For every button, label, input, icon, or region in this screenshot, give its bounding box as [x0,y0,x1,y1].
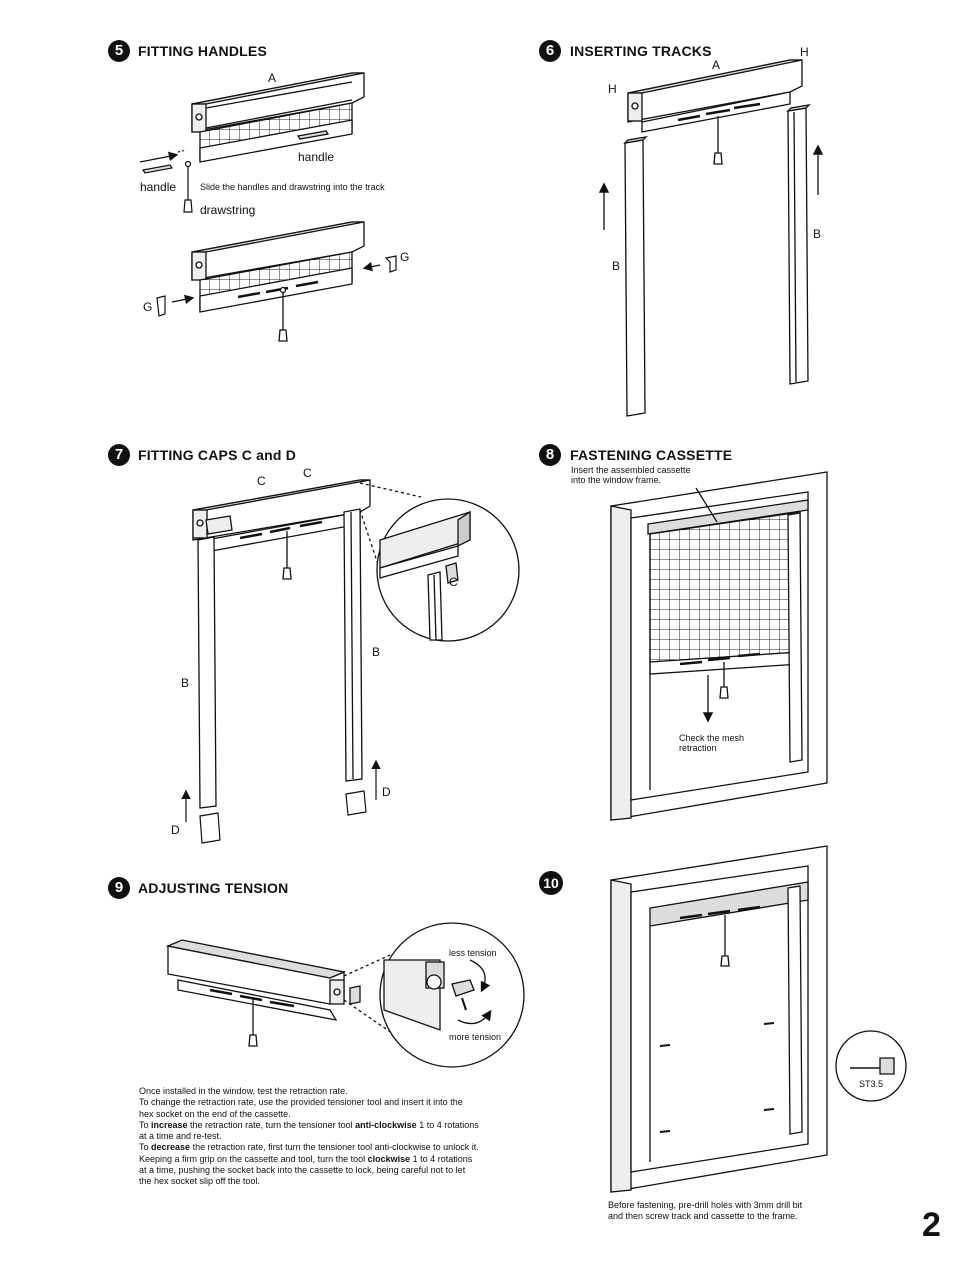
label-handle: handle [298,150,335,164]
label-g: G [143,300,153,314]
bold-text: increase [151,1119,188,1130]
text-run: To [139,1119,152,1130]
tension-instructions: Once installed in the window, test the r… [139,1086,479,1188]
label-c: C [449,575,458,589]
text-run: the retraction rate, first turn the tens… [139,1142,479,1164]
label-d: D [171,823,180,837]
instruction-text: Slide the handles and drawstring into th… [200,182,385,192]
step7-d-caps [181,759,381,844]
step6-cassette [627,59,803,165]
label-h: H [800,45,809,59]
label-drawstring: drawstring [200,203,256,217]
label-c: C [303,466,312,480]
step-title: ADJUSTING TENSION [138,880,289,896]
step-number-badge: 8 [539,444,561,466]
label-b: B [181,676,190,690]
step-number-badge: 10 [539,871,563,895]
screw-callout [835,1030,907,1102]
note-line: Before fastening, pre-drill holes with 3… [608,1200,803,1210]
step5-g-caps [156,255,397,317]
label-g: G [400,250,410,264]
step-number-badge: 5 [108,40,130,62]
step-title: FITTING HANDLES [138,43,267,59]
paragraph: To decrease the retraction rate, first t… [139,1142,479,1187]
text-run: 1 to 4 rotations at a time and re-test. [139,1119,479,1142]
paragraph: To increase the retraction rate, turn th… [139,1120,479,1143]
label-b: B [612,259,621,273]
step-title: FITTING CAPS C and D [138,447,296,463]
bold-text: anti-clockwise [355,1119,417,1130]
label-a: A [712,58,721,72]
step-title: FASTENING CASSETTE [570,447,733,463]
label-a: A [268,71,277,85]
label-handle: handle [140,180,177,194]
label-h: H [608,82,617,96]
note-line: and then screw track and cassette to the… [608,1211,798,1221]
step-number-badge: 6 [539,40,561,62]
step10-window [610,845,828,1193]
check-line: retraction [679,743,717,753]
step6-tracks [598,104,824,417]
paragraph: To change the retraction rate, use the p… [139,1097,463,1119]
page-number: 2 [922,1206,941,1244]
step-number-badge: 7 [108,444,130,466]
step5-cassette-top [191,72,365,163]
step9-zoom-circle [343,922,525,1068]
check-line: Check the mesh [679,733,745,743]
more-tension-label: more tension [449,1032,502,1042]
step5-cassette-bottom [191,221,365,342]
step-number-badge: 9 [108,877,130,899]
label-d: D [382,785,391,799]
instruction-line: Insert the assembled cassette [571,465,691,475]
label-b: B [813,227,822,241]
instruction-line: into the window frame. [571,475,662,485]
paragraph: Once installed in the window, test the r… [139,1086,348,1096]
text-run: the retraction rate, turn the tensioner … [187,1119,356,1130]
bold-text: clockwise [367,1153,411,1164]
less-tension-label: less tension [449,948,497,958]
label-b: B [372,645,381,659]
label-c: C [257,474,266,488]
bold-text: decrease [151,1142,191,1153]
text-run: 1 to 4 rotations at a time, pushing the … [139,1153,473,1187]
step9-cassette [165,939,361,1047]
step5-handle-arrow [139,149,193,213]
screw-label: ST3.5 [859,1079,884,1089]
text-run: To [139,1142,152,1153]
step-title: INSERTING TRACKS [570,43,712,59]
step7-zoom-circle [359,482,520,642]
step8-window [610,471,828,821]
step7-frame [192,479,371,809]
